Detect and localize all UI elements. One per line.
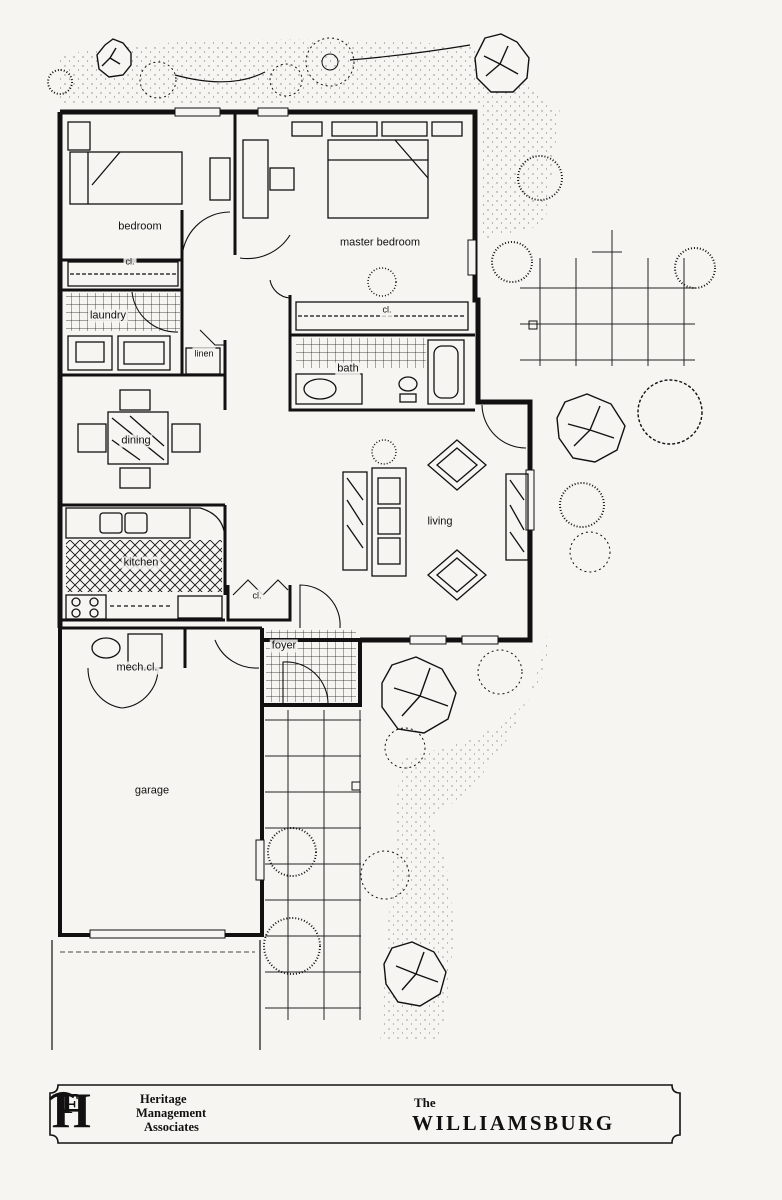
dining-set (77, 389, 201, 489)
shrub-icon (367, 267, 397, 297)
tree-icon (383, 941, 447, 1007)
room-label-garage: garage (132, 784, 172, 798)
bath-fixtures (295, 339, 465, 405)
svg-text:H: H (52, 1083, 91, 1133)
living-furniture (342, 439, 529, 601)
tree-icon (96, 38, 132, 78)
bedroom-furniture (67, 121, 231, 287)
landscape-top (60, 39, 560, 240)
shrub-icon (674, 247, 716, 289)
patio-light (528, 320, 538, 330)
room-label-foyer: foyer (269, 639, 299, 653)
title-block: H F Heritage Management Associates The W… (48, 1083, 682, 1145)
room-label-master-bedroom: master bedroom (337, 236, 423, 250)
shrub-icon (305, 37, 355, 87)
company-name: Heritage Management Associates (136, 1092, 206, 1134)
logo-monogram-icon: H F (49, 1083, 91, 1133)
model-name: WILLIAMSBURG (412, 1111, 615, 1135)
entry-light (351, 781, 361, 791)
shrub-icon (477, 649, 523, 695)
interior-walls (60, 112, 475, 668)
svg-text:F: F (62, 1089, 79, 1120)
laundry-appliances (67, 335, 221, 375)
shrub-icon (517, 155, 563, 201)
room-label-linen: linen (192, 347, 216, 361)
shrub-icon (559, 482, 605, 528)
patio (520, 258, 695, 366)
room-label-bath: bath (335, 362, 361, 376)
title-block-frame (49, 1084, 681, 1144)
shrub-icon (491, 241, 533, 283)
tree-icon (637, 379, 703, 445)
shrub-icon (371, 439, 397, 465)
room-label-dining: dining (119, 434, 153, 448)
shrub-icon (139, 61, 177, 99)
windows (89, 107, 535, 939)
tree-icon (556, 393, 626, 463)
shrub-icon (384, 727, 426, 769)
room-label-bedroom: bedroom (116, 220, 164, 234)
shrub-icon (569, 531, 611, 573)
driveway (51, 940, 261, 1050)
landscape-right (380, 630, 548, 1040)
garden-edge (174, 44, 471, 83)
room-label-laundry: laundry (87, 309, 129, 323)
master-bedroom-furniture (242, 121, 469, 331)
shrub-icon (263, 917, 321, 975)
room-label-closet: cl. (123, 255, 137, 269)
shrub-icon (267, 827, 317, 877)
tree-icon (474, 33, 530, 93)
shrub-icon (269, 63, 303, 97)
bath-floor (296, 338, 426, 368)
kitchen-counters (65, 507, 226, 620)
company-line: Associates (144, 1120, 199, 1134)
room-label-mech-closet: mech.cl. (114, 661, 160, 675)
company-line: Heritage (140, 1092, 187, 1106)
room-label-living: living (425, 515, 455, 529)
company-line: Management (136, 1106, 207, 1120)
room-label-closet: cl. (380, 303, 394, 317)
room-label-closet: cl. (250, 589, 264, 603)
room-label-kitchen: kitchen (121, 556, 161, 570)
floor-plan (47, 33, 716, 1050)
patio-extension (592, 230, 622, 258)
tree-icon (381, 656, 457, 734)
shrub-icon (360, 850, 410, 900)
walkway (265, 710, 361, 1020)
model-prefix: The (414, 1095, 436, 1110)
shrub-icon (47, 69, 73, 95)
